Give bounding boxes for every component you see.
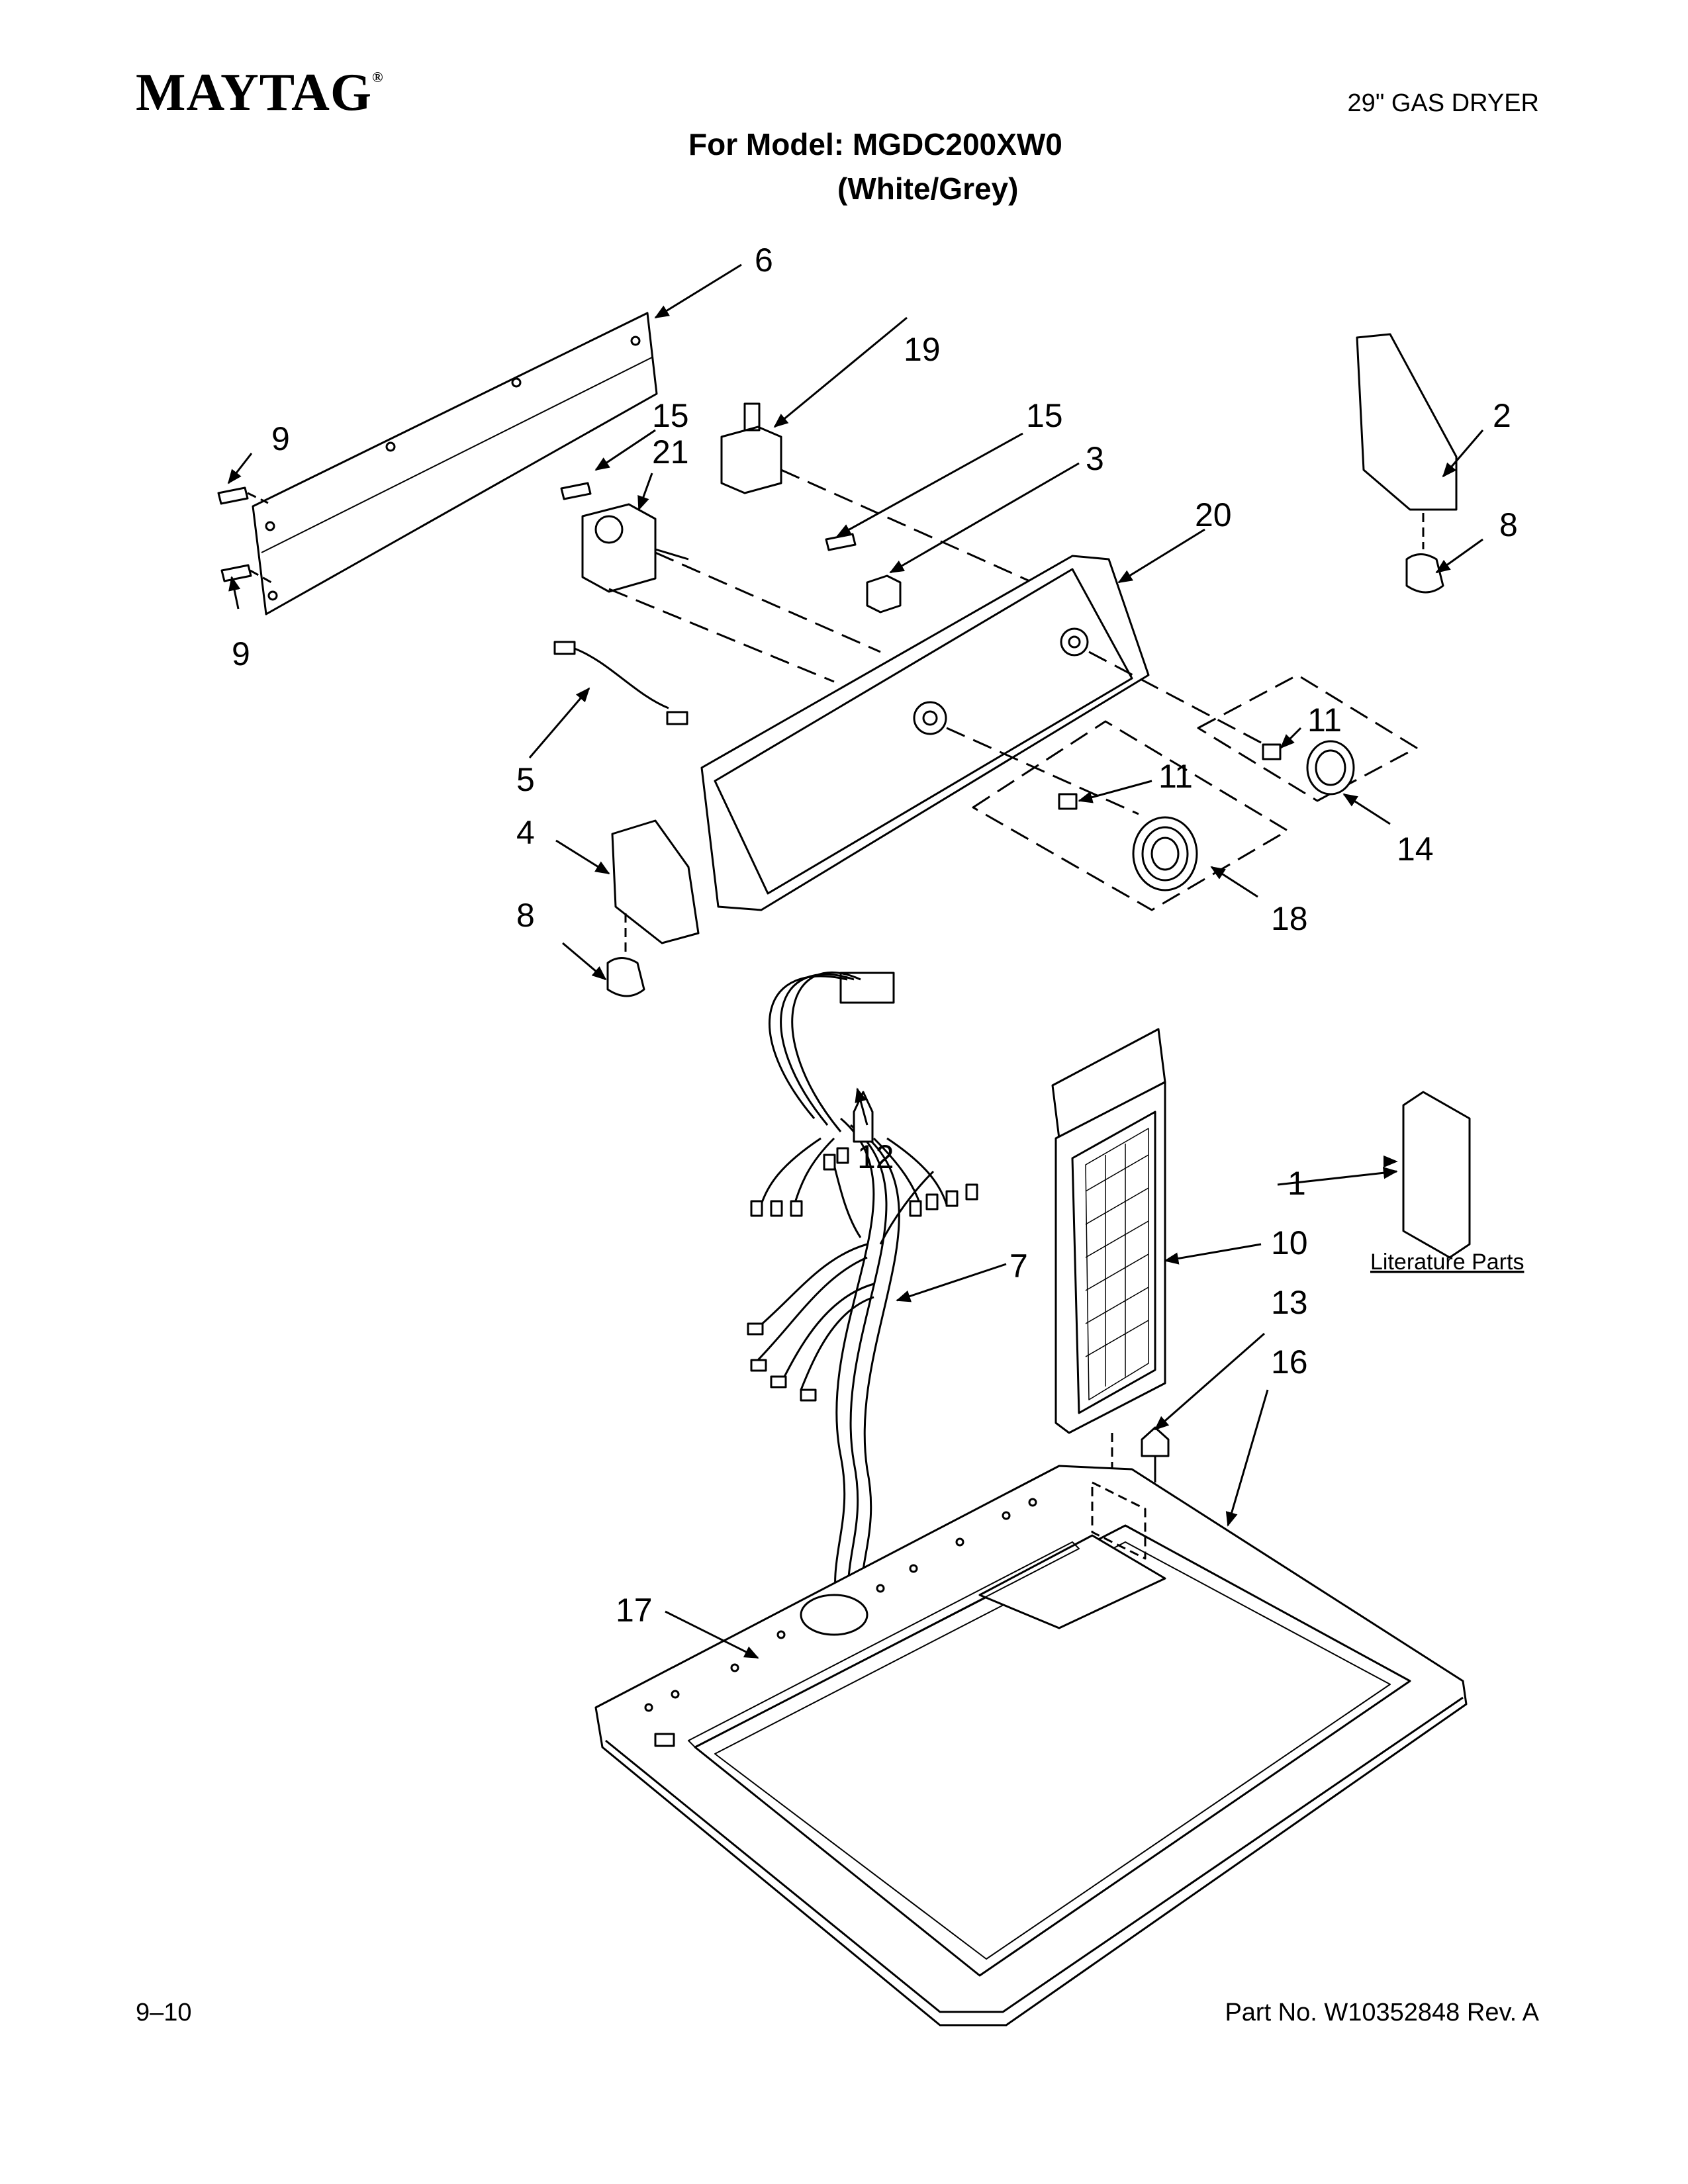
end-cap-right-part xyxy=(1356,333,1458,594)
knob-small-part xyxy=(1197,674,1418,802)
model-label: For Model: MGDC200XW0 xyxy=(688,127,1062,161)
lint-screen-part xyxy=(1051,1028,1166,1522)
callout-7: 7 xyxy=(1009,1248,1028,1285)
callout-9: 9 xyxy=(271,420,290,457)
callout-15: 15 xyxy=(652,397,689,434)
console-bracket-part xyxy=(252,312,658,615)
page-number: 9–10 xyxy=(136,1999,192,2026)
leader-arrows xyxy=(227,263,1484,1659)
callout-11: 11 xyxy=(1158,758,1193,795)
knob-large-part xyxy=(972,720,1289,911)
callout-21: 21 xyxy=(652,433,689,471)
callout-numbers: 6 19 15 21 15 3 20 9 9 2 8 5 4 8 11 11 1… xyxy=(232,242,1518,1629)
dryer-type: 29" GAS DRYER xyxy=(1347,89,1539,117)
callout-5: 5 xyxy=(516,761,535,798)
callout-2: 2 xyxy=(1493,397,1511,434)
literature-part xyxy=(1402,1091,1471,1259)
callout-18: 18 xyxy=(1271,900,1308,937)
callout-4: 4 xyxy=(516,814,535,851)
clip-part xyxy=(866,574,902,614)
timer-switch-part xyxy=(560,482,881,683)
literature-parts-label: Literature Parts xyxy=(1370,1250,1524,1275)
model-heading: For Model: MGDC200XW0 (White/Grey) xyxy=(688,122,1062,210)
trademark-symbol: ® xyxy=(372,69,384,85)
wire-harness-part xyxy=(553,641,688,725)
callout-8: 8 xyxy=(516,897,535,934)
callout-8: 8 xyxy=(1499,506,1518,543)
brand-name: MAYTAG xyxy=(136,64,373,122)
callout-13: 13 xyxy=(1271,1284,1308,1321)
maytag-logo: MAYTAG® xyxy=(136,66,384,119)
model-color: (White/Grey) xyxy=(837,171,1019,206)
callout-19: 19 xyxy=(904,331,941,368)
callout-17: 17 xyxy=(616,1592,653,1629)
callout-15: 15 xyxy=(1026,397,1063,434)
top-panel-part xyxy=(594,1465,1468,2026)
callout-20: 20 xyxy=(1195,496,1232,533)
screw-part xyxy=(853,1091,874,1143)
callout-10: 10 xyxy=(1271,1224,1308,1261)
callout-6: 6 xyxy=(755,242,773,279)
screw-part xyxy=(1141,1426,1170,1482)
callout-11: 11 xyxy=(1307,702,1342,739)
callout-3: 3 xyxy=(1086,440,1104,477)
screw-part xyxy=(217,486,272,584)
console-panel-part xyxy=(700,555,1272,911)
callout-9: 9 xyxy=(232,635,250,672)
part-number: Part No. W10352848 Rev. A xyxy=(1225,1999,1539,2026)
callout-16: 16 xyxy=(1271,1343,1308,1381)
screw-part xyxy=(825,533,857,551)
main-wire-harness-part xyxy=(747,971,978,1609)
callout-1: 1 xyxy=(1288,1165,1306,1202)
callout-14: 14 xyxy=(1397,831,1434,868)
end-cap-left-part xyxy=(606,819,700,997)
callout-12: 12 xyxy=(857,1138,894,1175)
switch-part xyxy=(720,402,1033,584)
